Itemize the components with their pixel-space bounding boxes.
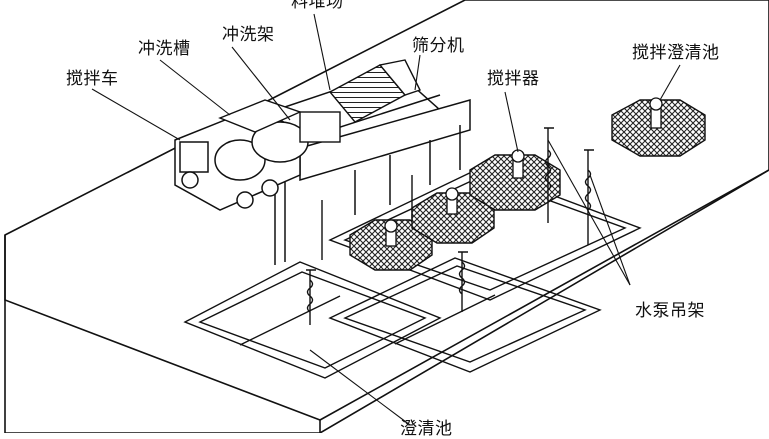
pump-hangers — [306, 127, 594, 325]
settling-pond-basin — [183, 257, 602, 379]
label-washing-rack: 冲洗架 — [222, 25, 275, 45]
label-mixer: 搅拌器 — [487, 69, 540, 89]
label-screen: 筛分机 — [412, 36, 465, 56]
mixing-tank-3 — [469, 154, 561, 211]
label-settling-tank-bottom: 澄清池 — [400, 419, 453, 439]
label-pump-hanger: 水泵吊架 — [635, 301, 705, 321]
label-settling-tank-top: 搅拌澄清池 — [632, 43, 720, 63]
screen-deck — [328, 59, 421, 123]
ground-slab — [4, 0, 769, 433]
label-mixer-truck: 搅拌车 — [66, 69, 119, 89]
label-stockpile: 料堆场 — [291, 0, 344, 12]
leader-lines — [91, 13, 681, 426]
mixer-truck — [174, 107, 309, 211]
mixer-units — [384, 97, 663, 247]
label-washing-tank: 冲洗槽 — [138, 39, 191, 59]
